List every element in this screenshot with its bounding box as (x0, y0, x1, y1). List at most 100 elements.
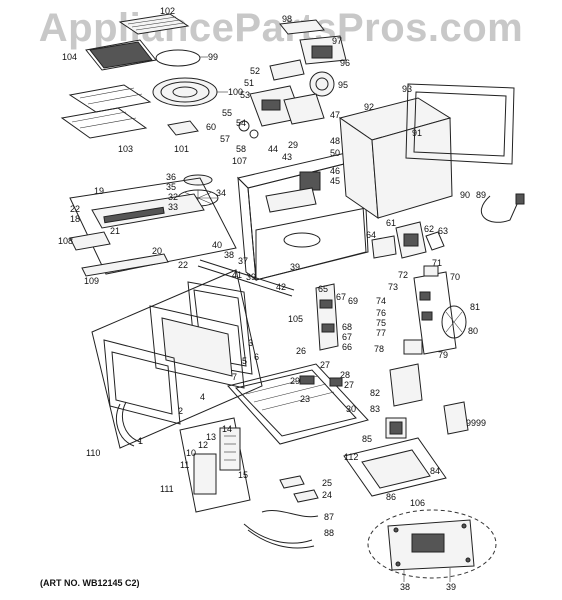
callout-76: 76 (376, 308, 386, 318)
callout-27-upper: 27 (320, 360, 330, 370)
callout-112: 112 (344, 452, 358, 462)
callout-40: 40 (212, 240, 222, 250)
callout-61: 61 (386, 218, 396, 228)
part-103-oven-racks (60, 84, 152, 139)
callout-35: 35 (166, 182, 176, 192)
part-83-motor (385, 417, 407, 439)
callout-98: 98 (282, 14, 292, 24)
callout-47: 47 (330, 110, 340, 120)
callout-15: 15 (238, 470, 248, 480)
callout-22-lower: 22 (178, 260, 188, 270)
callout-62: 62 (424, 224, 434, 234)
callout-38: 38 (224, 250, 234, 260)
callout-41: 41 (232, 270, 242, 280)
callout-3: 3 (248, 338, 253, 348)
callout-labels: 102 104 99 100 103 101 98 97 96 95 52 51… (58, 6, 486, 592)
inset-detail (367, 509, 497, 579)
callout-82: 82 (370, 388, 380, 398)
callout-63: 63 (438, 226, 448, 236)
part-70-latch-board (403, 265, 457, 355)
callout-86: 86 (386, 492, 396, 502)
callout-2: 2 (178, 406, 183, 416)
callout-14: 14 (222, 424, 232, 434)
part-65-switch-bracket (315, 283, 339, 351)
callout-28: 28 (340, 370, 350, 380)
callout-4: 4 (200, 392, 205, 402)
callout-1: 1 (138, 436, 143, 446)
oven-cavity (237, 151, 369, 282)
callout-5: 5 (242, 356, 247, 366)
callout-85: 85 (362, 434, 372, 444)
callout-81: 81 (470, 302, 480, 312)
callout-68: 68 (342, 322, 352, 332)
callout-18: 18 (70, 214, 80, 224)
callout-67-upper: 67 (336, 292, 346, 302)
callout-10: 10 (186, 448, 196, 458)
callout-90: 90 (460, 190, 470, 200)
callout-38-inset: 38 (400, 582, 410, 592)
callout-26: 26 (296, 346, 306, 356)
callout-110: 110 (86, 448, 100, 458)
callout-44: 44 (268, 144, 278, 154)
callout-25: 25 (322, 478, 332, 488)
callout-102: 102 (160, 6, 175, 16)
callout-39-left: 39 (246, 272, 256, 282)
callout-46: 46 (330, 166, 340, 176)
callout-29-upper: 29 (288, 140, 298, 150)
part-80-fan-blade (441, 305, 467, 339)
callout-36: 36 (166, 172, 176, 182)
callout-69: 69 (348, 296, 358, 306)
callout-108: 108 (58, 236, 73, 246)
callout-43: 43 (282, 152, 292, 162)
callout-72: 72 (398, 270, 408, 280)
callout-27-lower: 27 (344, 380, 354, 390)
callout-67-lower: 67 (342, 332, 352, 342)
callout-58: 58 (236, 144, 246, 154)
part-19-control-panel-frame (69, 177, 237, 275)
callout-105: 105 (288, 314, 303, 324)
callout-109: 109 (84, 276, 99, 286)
callout-78: 78 (374, 344, 384, 354)
callout-103: 103 (118, 144, 133, 154)
part-101-plate (167, 120, 199, 136)
part-90-outer-case (338, 97, 453, 220)
callout-96: 96 (340, 58, 350, 68)
callout-104: 104 (62, 52, 77, 62)
callout-83: 83 (370, 404, 380, 414)
callout-75: 75 (376, 318, 386, 328)
callout-39-inset: 39 (446, 582, 456, 592)
callout-45: 45 (330, 176, 340, 186)
callout-9999: 9999 (466, 418, 486, 428)
callout-57: 57 (220, 134, 230, 144)
callout-66: 66 (342, 342, 352, 352)
callout-74: 74 (376, 296, 386, 306)
part-98-97-96-95-fan-assembly (269, 19, 347, 97)
part-108-trim (69, 231, 111, 251)
callout-48: 48 (330, 136, 340, 146)
callout-39-right: 39 (290, 262, 300, 272)
part-88-wire-harness (243, 523, 315, 549)
callout-73: 73 (388, 282, 398, 292)
callout-93: 93 (402, 84, 412, 94)
callout-107: 107 (232, 156, 247, 166)
callout-88: 88 (324, 528, 334, 538)
art-number-label: (ART NO. WB12145 C2) (40, 578, 140, 588)
callout-37: 37 (238, 256, 248, 266)
callout-24: 24 (322, 490, 332, 500)
callout-11: 11 (180, 460, 189, 470)
callout-87: 87 (324, 512, 334, 522)
callout-106: 106 (410, 498, 425, 508)
callout-34: 34 (216, 188, 226, 198)
callout-50: 50 (330, 148, 340, 158)
part-100-turntable (152, 77, 228, 107)
part-104-charcoal-filter (85, 39, 157, 71)
callout-70: 70 (450, 272, 460, 282)
part-1-door-handle (116, 401, 141, 447)
callout-32: 32 (168, 192, 178, 202)
callout-60: 60 (206, 122, 216, 132)
callout-13: 13 (206, 432, 216, 442)
callout-30: 30 (346, 404, 356, 414)
part-61-transformer (371, 221, 445, 259)
part-24-25-pads (279, 475, 319, 503)
callout-92: 92 (364, 102, 374, 112)
